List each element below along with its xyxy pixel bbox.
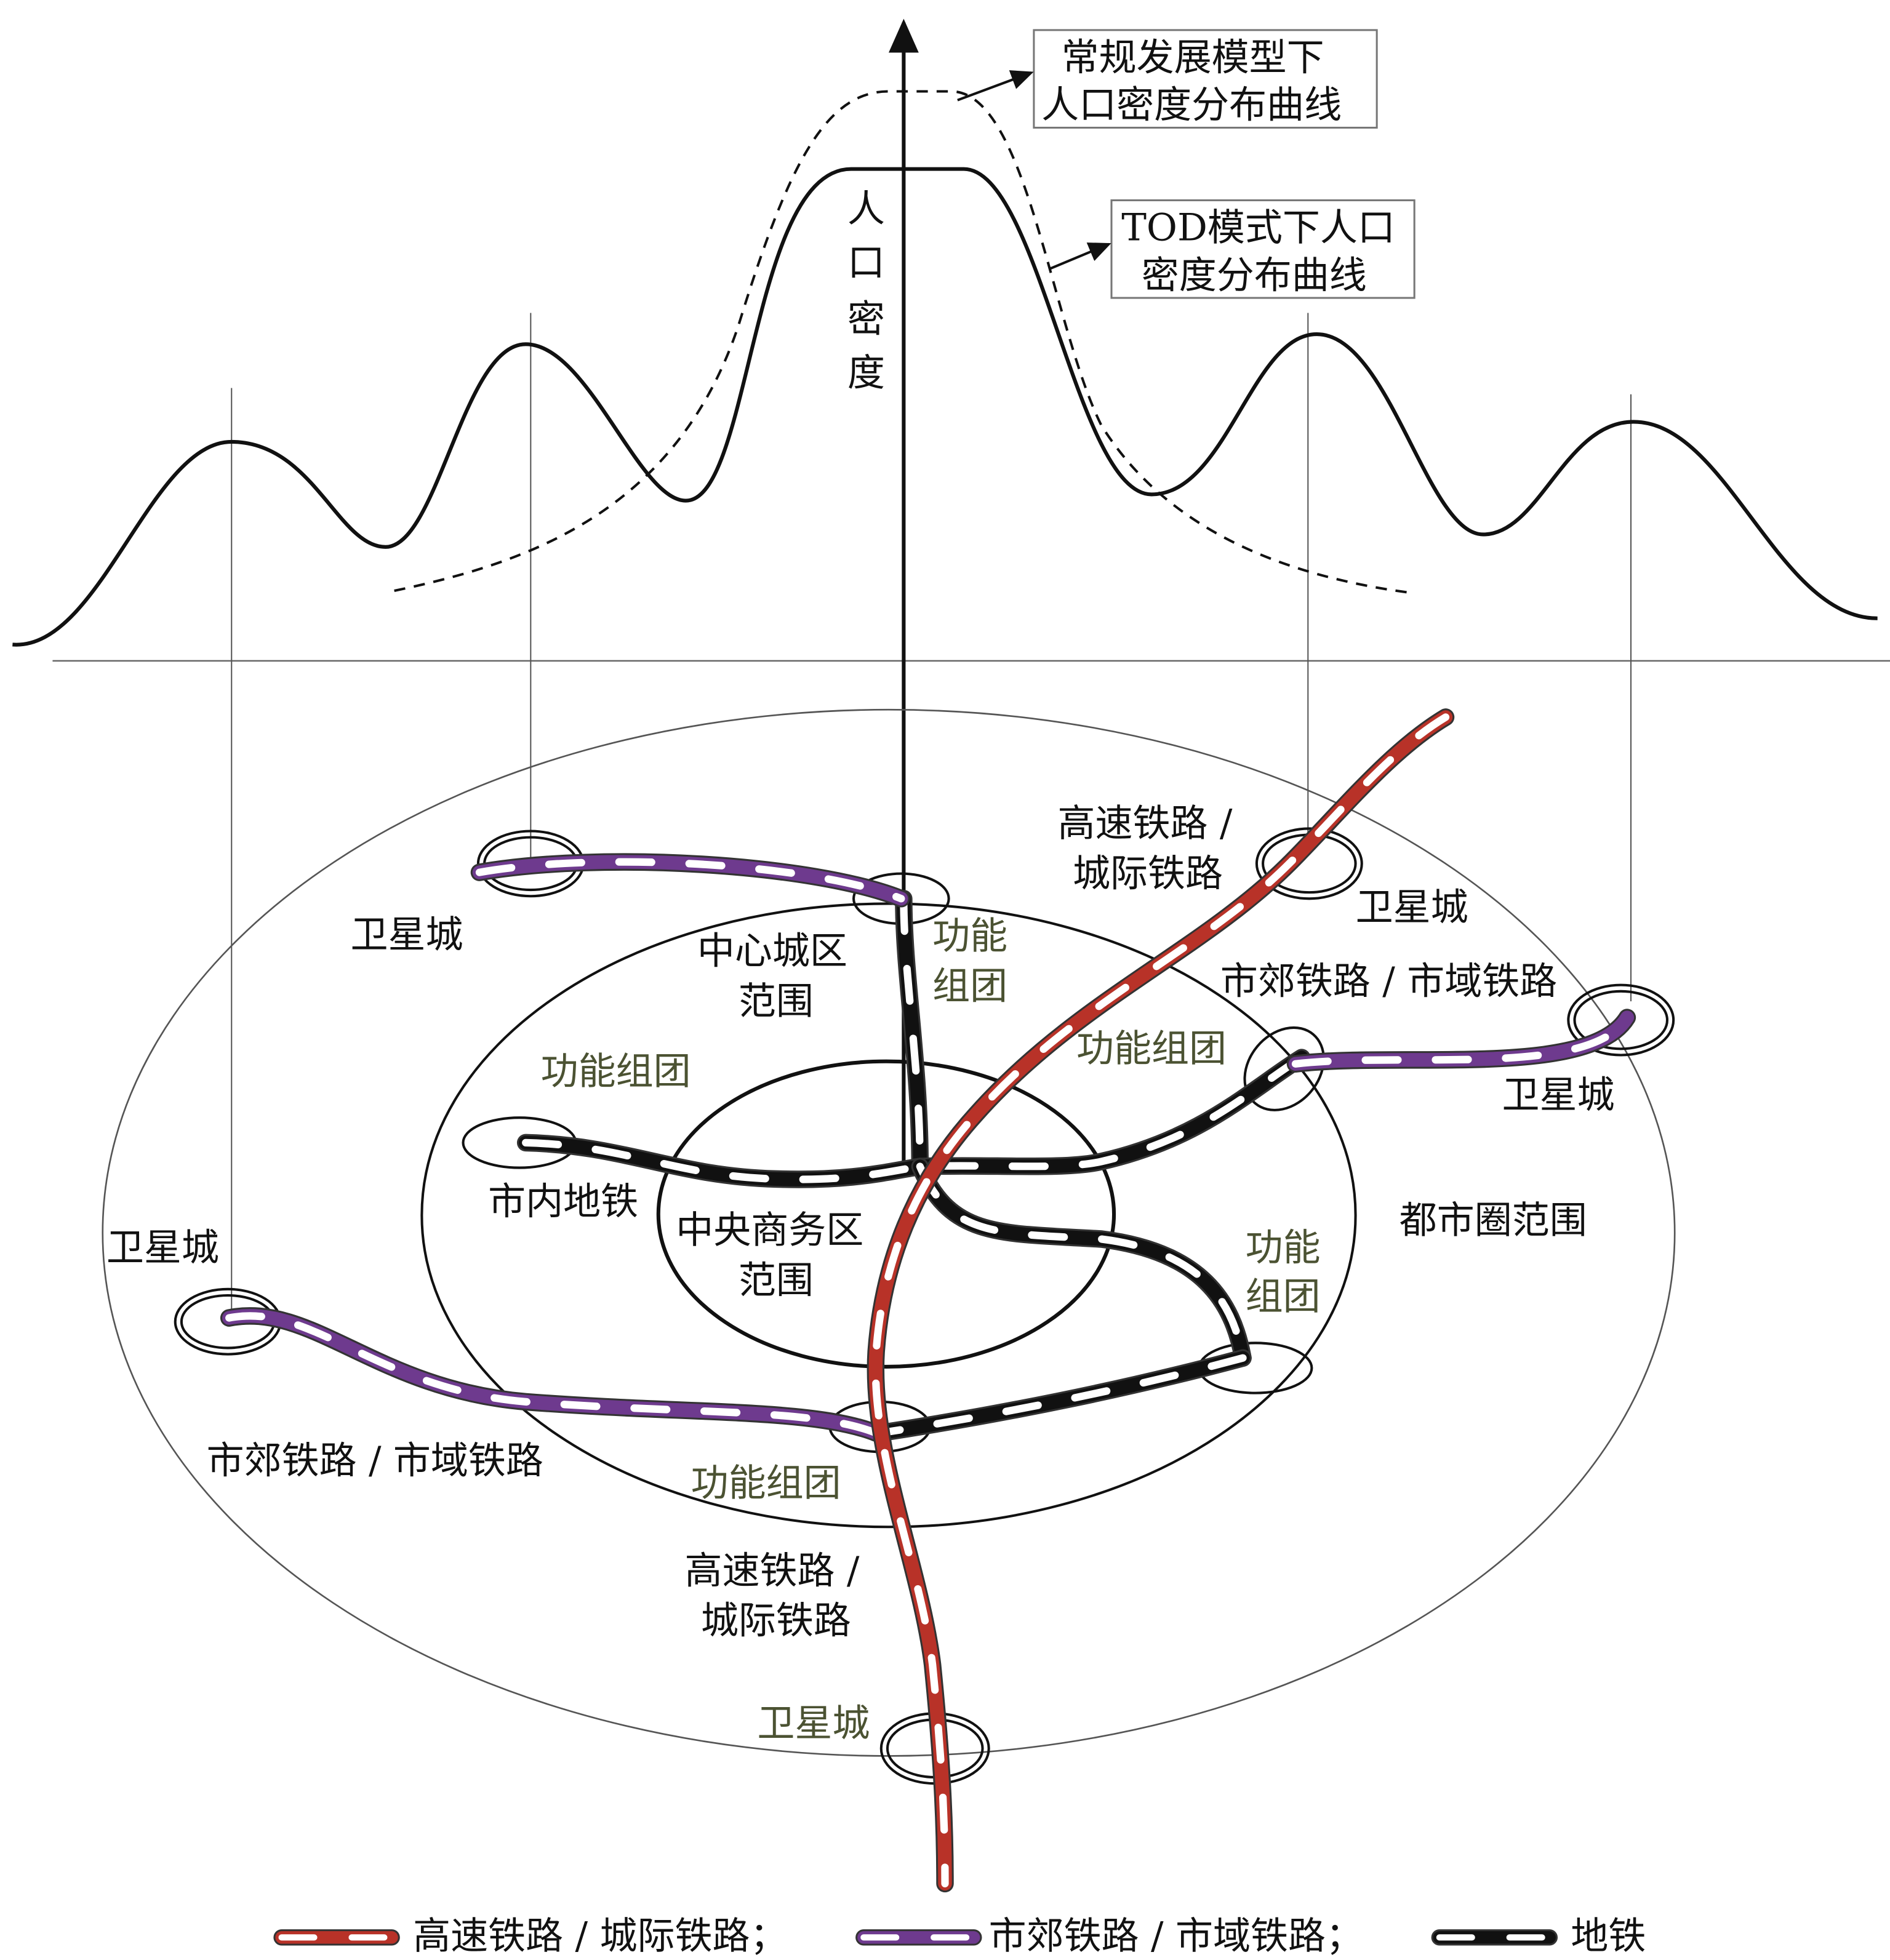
metro-area-label: 都市圈范围 [1399,1198,1587,1242]
hsr-label: 城际铁路 [701,1599,851,1642]
callout-arrow [1048,242,1111,271]
conventional-density-curve [394,90,1415,595]
functional-cluster-label: 组团 [932,964,1007,1008]
suburban-rail-label: 市郊铁路 / 市域铁路 [1220,959,1557,1003]
tod-label: 密度分布曲线 [1142,254,1367,297]
cbd-label: 中央商务区 [676,1209,863,1252]
axis-label: 人 口 密 度 [847,187,885,394]
axis-label-char: 人 [847,187,885,231]
axis-label-char: 口 [847,241,885,284]
axis-label-char: 密 [847,297,885,341]
conventional-label-box [1033,29,1378,129]
metro-line-southeast-stroke [916,1162,1247,1362]
metro-line-north-stroke [900,895,924,1170]
conventional-label: 人口密度分布曲线 [1041,83,1342,127]
satellite-city-label: 卫星城 [757,1702,870,1745]
functional-cluster-label: 功能组团 [1076,1027,1227,1071]
legend-label-metro: 地铁 [1571,1914,1646,1958]
legend: 高速铁路 / 城际铁路； 市郊铁路 / 市域铁路； 地铁 [273,1914,1646,1958]
center-city-label: 中心城区 [697,929,847,973]
tod-label: TOD模式下人口 [1121,206,1395,250]
suburban-rail-label: 市郊铁路 / 市域铁路 [207,1439,543,1482]
callout-arrow [957,70,1034,102]
satellite-city-label: 卫星城 [1502,1073,1615,1117]
rail-lines [220,708,1636,1893]
suburban-line-northwest-stroke [475,858,905,903]
functional-cluster-label: 功能组团 [541,1049,691,1093]
functional-cluster-label: 功能 [1246,1226,1321,1270]
legend-label-hsr: 高速铁路 / 城际铁路； [413,1914,787,1958]
metro-line-southeast-stroke [911,1158,1252,1367]
functional-cluster-label: 组团 [1246,1274,1321,1318]
metro-line-south-stroke [873,1351,1250,1440]
suburban-line-northwest [470,853,910,908]
functional-cluster-label: 功能 [932,914,1007,958]
axis-label-char: 度 [847,351,885,394]
center-city-label: 范围 [739,979,814,1023]
suburban-line-southwest-stroke [225,1312,880,1437]
cbd-boundary [656,1059,1116,1369]
tod-label-box [1110,199,1415,299]
metro-label: 市内地铁 [488,1180,638,1223]
satellite-city-label: 卫星城 [1356,886,1468,929]
hsr-label: 高速铁路 / [1058,802,1233,846]
conventional-label: 常规发展模型下 [1062,36,1324,79]
hsr-label: 高速铁路 / [684,1549,859,1593]
high-speed-rail-line [867,708,1455,1893]
tod-density-curve [12,167,1878,647]
metro-line-southeast [911,1158,1252,1367]
cbd-label: 范围 [739,1258,814,1302]
satellite-city-label: 卫星城 [350,913,463,957]
functional-cluster-label: 功能组团 [691,1461,841,1505]
suburban-line-east-stroke [1291,1014,1632,1068]
hsr-label: 城际铁路 [1073,852,1223,895]
center-city-boundary [420,902,1357,1529]
suburban-line-southwest [220,1307,885,1442]
metro-line-north [895,890,929,1175]
legend-label-suburban: 市郊铁路 / 市域铁路； [989,1914,1363,1958]
metro-line-east-west-stroke [522,1054,1306,1183]
suburban-line-east [1286,1009,1636,1073]
metro-line-south [871,1349,1252,1442]
satellite-city-label: 卫星城 [106,1226,219,1270]
high-speed-rail-line-stroke [871,713,1450,1887]
